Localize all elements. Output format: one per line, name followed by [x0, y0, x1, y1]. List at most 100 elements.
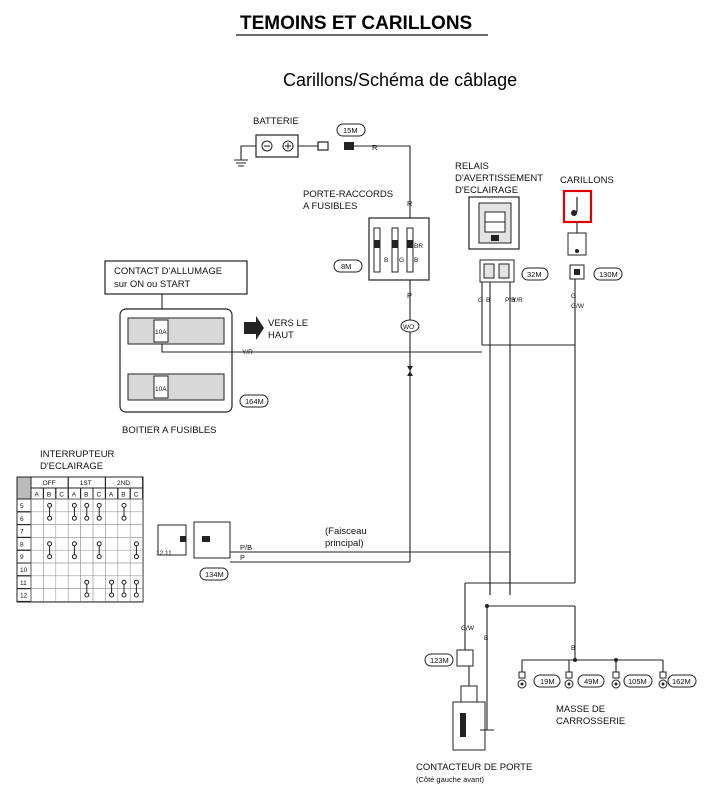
- body-ground-label: MASSE DE CARROSSERIE: [556, 704, 625, 727]
- svg-text:134M: 134M: [205, 570, 224, 579]
- svg-text:WO: WO: [403, 324, 414, 331]
- table-col-header: C: [59, 492, 64, 499]
- svg-text:123M: 123M: [430, 656, 449, 665]
- svg-text:(Faisceau: (Faisceau: [325, 526, 367, 537]
- connector-105m: 105M: [623, 674, 653, 688]
- fuse-block: PORTE-RACCORDS A FUSIBLES B G B: [303, 189, 430, 281]
- svg-text:P: P: [240, 553, 245, 562]
- ignition-switch: CONTACT D'ALLUMAGE sur ON ou START: [104, 260, 248, 295]
- table-col-header: C: [134, 492, 139, 499]
- svg-text:15M: 15M: [343, 126, 358, 135]
- svg-text:P/B: P/B: [505, 297, 515, 304]
- svg-text:G/W: G/W: [461, 625, 475, 632]
- table-col-header: B: [47, 492, 51, 499]
- body-grounds: [517, 660, 668, 689]
- svg-text:B: B: [484, 635, 488, 642]
- warning-relay: RELAIS D'AVERTISSEMENT D'ECLAIRAGE: [455, 161, 543, 283]
- svg-text:R: R: [407, 199, 413, 208]
- connector-32m: 32M: [521, 267, 549, 281]
- door-switch: CONTACTEUR DE PORTE (Côté gauche avant): [416, 649, 532, 784]
- svg-text:(Côté gauche avant): (Côté gauche avant): [416, 775, 484, 784]
- svg-text:PORTE-RACCORDS: PORTE-RACCORDS: [303, 189, 393, 200]
- table-row-label: 7: [20, 529, 24, 536]
- table-corner: [16, 476, 32, 500]
- fuse-box: 10A 10A BOITIER A FUSIBLES: [119, 308, 233, 436]
- svg-text:162M: 162M: [672, 677, 691, 686]
- table-col-header: C: [97, 492, 102, 499]
- svg-text:HAUT: HAUT: [268, 330, 294, 341]
- table-row-label: 10: [20, 567, 28, 574]
- connector-130m: 130M: [593, 267, 623, 281]
- svg-text:Y/R: Y/R: [512, 297, 523, 304]
- to-top-arrow: VERS LE HAUT: [244, 316, 308, 341]
- svg-text:D'ECLAIRAGE: D'ECLAIRAGE: [40, 461, 103, 472]
- svg-text:8M: 8M: [341, 262, 351, 271]
- svg-text:B: B: [571, 645, 575, 652]
- ground-terminal: [518, 671, 526, 679]
- chime: CARILLONS: [560, 175, 614, 280]
- connector-wo: WO: [400, 319, 420, 333]
- svg-text:P/B: P/B: [240, 543, 252, 552]
- svg-text:G: G: [571, 293, 576, 300]
- svg-text:CONTACTEUR DE PORTE: CONTACTEUR DE PORTE: [416, 762, 532, 773]
- svg-text:G/W: G/W: [571, 303, 585, 310]
- svg-text:BOITIER A FUSIBLES: BOITIER A FUSIBLES: [122, 425, 217, 436]
- svg-text:principal): principal): [325, 538, 364, 549]
- table-col-header: B: [121, 492, 125, 499]
- connector-8m: 8M: [333, 259, 363, 273]
- svg-text:R: R: [372, 143, 378, 152]
- table-col-header: A: [72, 492, 77, 499]
- ground-terminal: [612, 671, 620, 679]
- table-row-label: 9: [20, 554, 24, 561]
- page-title: TEMOINS ET CARILLONS: [240, 13, 472, 34]
- svg-text:105M: 105M: [628, 677, 647, 686]
- diagram-subtitle: Carillons/Schéma de câblage: [283, 70, 517, 90]
- connector-19m: 19M: [533, 674, 561, 688]
- svg-text:A FUSIBLES: A FUSIBLES: [303, 201, 357, 212]
- battery: BATTERIE: [234, 116, 354, 167]
- svg-text:19M: 19M: [540, 677, 555, 686]
- connector-pins: 12 11: [156, 521, 231, 559]
- svg-text:12 11: 12 11: [156, 550, 172, 557]
- svg-text:CONTACT D'ALLUMAGE: CONTACT D'ALLUMAGE: [114, 266, 222, 277]
- svg-text:10A: 10A: [155, 329, 167, 336]
- ground-terminal: [659, 671, 667, 679]
- svg-text:130M: 130M: [599, 270, 618, 279]
- svg-text:164M: 164M: [245, 397, 264, 406]
- svg-text:P: P: [407, 291, 412, 300]
- ground-terminal: [565, 671, 573, 679]
- svg-text:INTERRUPTEUR: INTERRUPTEUR: [40, 449, 115, 460]
- svg-text:CARILLONS: CARILLONS: [560, 175, 614, 186]
- table-row-label: 5: [20, 503, 24, 510]
- svg-text:G: G: [399, 257, 404, 264]
- svg-text:sur ON ou START: sur ON ou START: [114, 279, 190, 290]
- svg-text:D'ECLAIRAGE: D'ECLAIRAGE: [455, 185, 518, 196]
- table-row-label: 8: [20, 541, 24, 548]
- connector-162m: 162M: [667, 674, 697, 688]
- svg-text:RELAIS: RELAIS: [455, 161, 489, 172]
- connector-15m: 15M: [336, 123, 366, 137]
- svg-text:MASSE DE: MASSE DE: [556, 704, 605, 715]
- svg-text:B: B: [384, 257, 388, 264]
- table-col-header: B: [84, 492, 88, 499]
- connector-49m: 49M: [577, 674, 605, 688]
- svg-text:BR: BR: [414, 243, 423, 250]
- svg-text:B: B: [486, 297, 490, 304]
- svg-text:G: G: [478, 297, 483, 304]
- svg-text:B: B: [414, 257, 418, 264]
- connector-134m: 134M: [199, 567, 229, 581]
- table-row-label: 11: [20, 580, 27, 587]
- table-row-label: 12: [20, 593, 28, 600]
- light-switch: INTERRUPTEUR D'ECLAIRAGE: [16, 449, 144, 603]
- svg-text:CARROSSERIE: CARROSSERIE: [556, 716, 625, 727]
- connector-164m: 164M: [239, 394, 269, 408]
- svg-text:BATTERIE: BATTERIE: [253, 116, 299, 127]
- table-row-label: 6: [20, 516, 24, 523]
- table-col-header: A: [109, 492, 114, 499]
- svg-text:VERS LE: VERS LE: [268, 318, 308, 329]
- svg-text:32M: 32M: [527, 270, 542, 279]
- table-col-header: A: [35, 492, 40, 499]
- svg-text:D'AVERTISSEMENT: D'AVERTISSEMENT: [455, 173, 543, 184]
